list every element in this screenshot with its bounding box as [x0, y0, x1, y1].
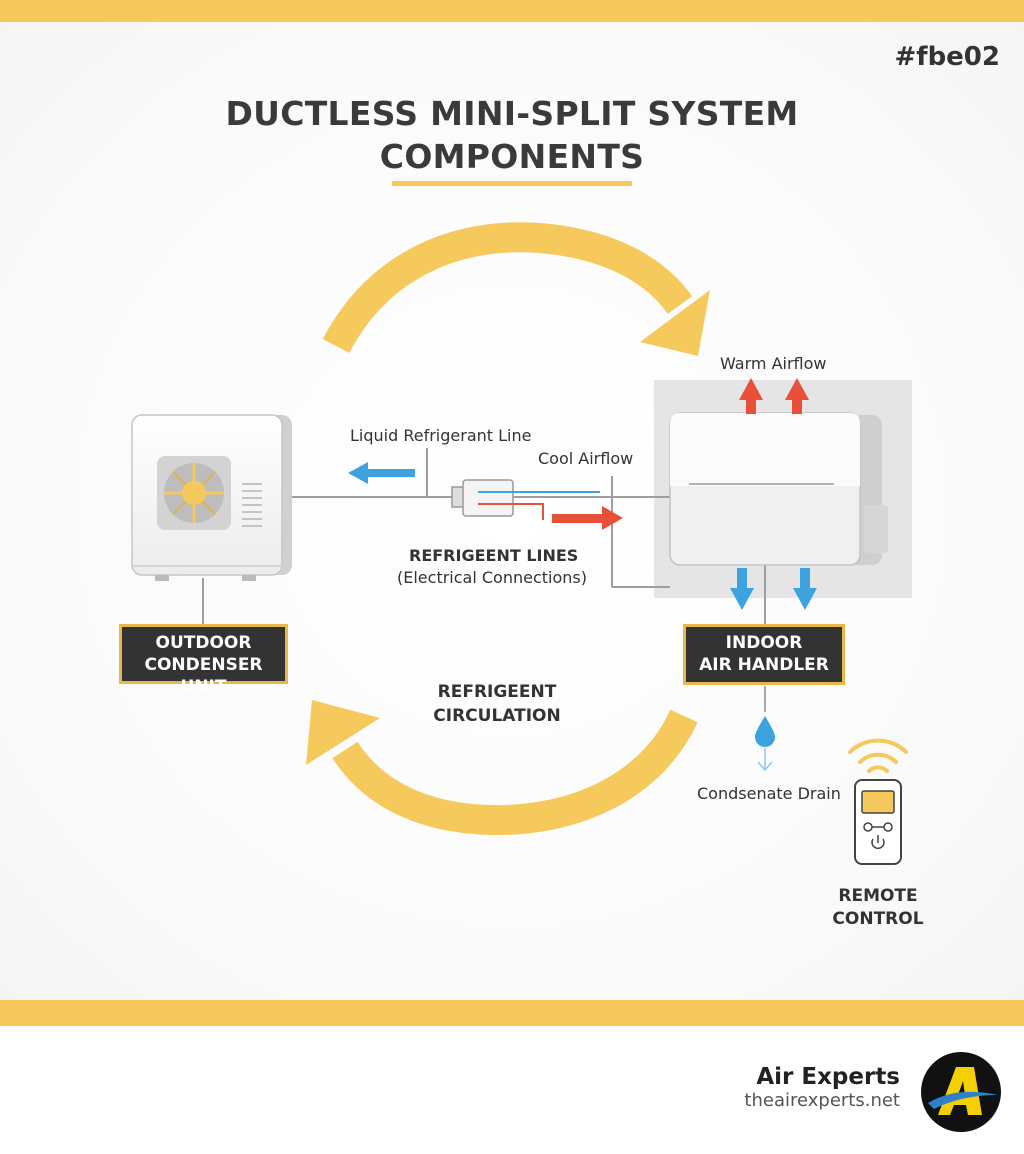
- diagram-code: #fbe02: [894, 42, 1000, 72]
- indoor-unit-label: INDOOR AIR HANDLER: [683, 624, 845, 685]
- brand-url[interactable]: theairexperts.net: [744, 1090, 900, 1111]
- warm-flow-arrow: [552, 506, 623, 530]
- outdoor-unit-label-line-1: OUTDOOR: [155, 633, 252, 653]
- page-title: DUCTLESS MINI-SPLIT SYSTEM COMPONENTS: [212, 92, 812, 178]
- remote-control-label: REMOTE CONTROL: [818, 885, 938, 931]
- wifi-signal-icon: [848, 738, 908, 773]
- warm-line: [478, 503, 544, 520]
- warm-airflow-label: Warm Airflow: [720, 354, 827, 373]
- power-icon: [871, 835, 885, 849]
- refrigerant-lines-label: REFRIGEENT LINES: [409, 546, 579, 565]
- circulation-label-line-2: CIRCULATION: [433, 706, 561, 726]
- circulation-label: REFRIGEENT CIRCULATION: [407, 680, 587, 728]
- title-line-1: DUCTLESS MINI-SPLIT SYSTEM: [225, 94, 799, 133]
- outdoor-unit-label: OUTDOOR CONDENSER UNIT: [119, 624, 288, 697]
- outdoor-condenser-unit: [131, 414, 292, 581]
- cool-airflow-label: Cool Airflow: [538, 449, 634, 468]
- valve-fitting: [451, 479, 514, 517]
- remote-control-label-line-1: REMOTE: [838, 886, 918, 906]
- circulation-arrow-bottom: [306, 700, 698, 836]
- title-underline: [392, 181, 632, 186]
- warm-airflow-arrows: [739, 378, 809, 414]
- title-line-2: COMPONENTS: [379, 137, 645, 176]
- circulation-arrow-top: [322, 222, 710, 356]
- indoor-unit-label-line-2: AIR HANDLER: [699, 655, 829, 675]
- top-accent-band: [0, 0, 1024, 22]
- remote-control: [854, 779, 902, 865]
- connection-lines: [202, 448, 766, 625]
- footer: [0, 1026, 1024, 1154]
- cool-airflow-arrows: [730, 568, 817, 610]
- brand-name: Air Experts: [756, 1064, 900, 1090]
- indoor-air-handler: [669, 412, 888, 566]
- water-drop-icon: [755, 686, 775, 772]
- liquid-flow-arrow: [348, 462, 415, 484]
- outdoor-unit-label-line-2: CONDENSER UNIT: [144, 655, 263, 697]
- logo-a-icon: [921, 1052, 1001, 1132]
- bottom-accent-band: [0, 1000, 1024, 1026]
- indoor-unit-label-line-1: INDOOR: [725, 633, 803, 653]
- condensate-drain-label: Condsenate Drain: [697, 784, 841, 803]
- condenser-vents: [242, 483, 262, 527]
- fan-icon: [164, 463, 224, 523]
- liquid-line-label: Liquid Refrigerant Line: [350, 426, 532, 445]
- circulation-label-line-1: REFRIGEENT: [437, 682, 557, 702]
- remote-control-label-line-2: CONTROL: [832, 909, 924, 929]
- electrical-connections-label: (Electrical Connections): [397, 568, 587, 587]
